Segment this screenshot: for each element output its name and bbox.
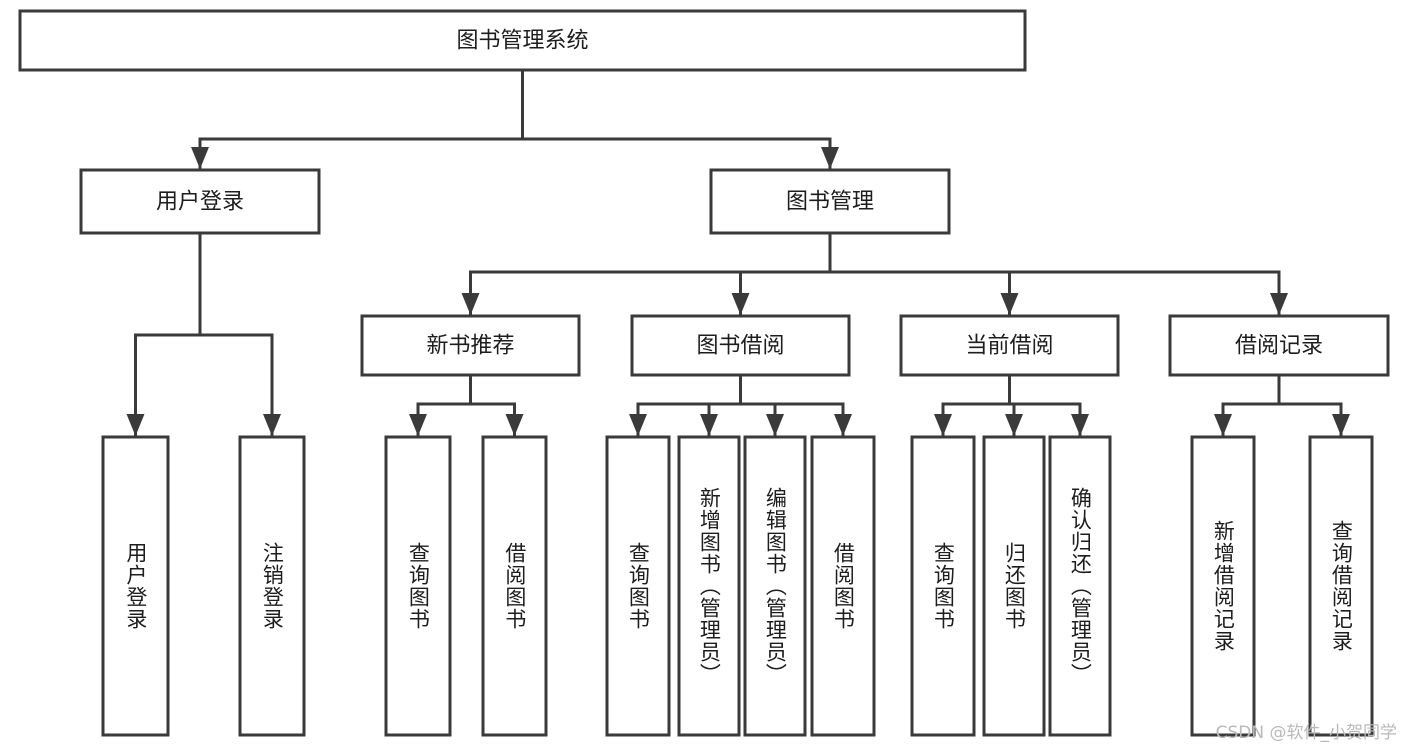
arrow-head-icon-leaf-query-book-1 (409, 414, 427, 436)
node-box-leaf-borrow-book-1 (481, 435, 548, 737)
node-box-leaf-logout-login (238, 435, 306, 737)
node-label-root: 图书管理系统 (456, 29, 588, 54)
node-label-user-login: 用户登录 (156, 190, 244, 215)
node-box-leaf-query-borrow-record (1308, 435, 1374, 737)
arrow-head-icon-book-manage (821, 147, 839, 169)
node-label-book-borrow: 图书借阅 (696, 334, 784, 359)
arrow-head-icon-leaf-edit-book-admin (766, 414, 784, 436)
node-box-leaf-add-borrow-record (1190, 435, 1256, 737)
arrow-head-icon-leaf-query-borrow-record (1332, 414, 1350, 436)
arrow-head-icon-leaf-return-book (1005, 414, 1023, 436)
node-box-leaf-confirm-return-admin (1048, 435, 1112, 737)
node-box-leaf-borrow-book-2 (810, 435, 876, 737)
arrow-head-icon-borrow-record (1270, 293, 1288, 315)
arrow-head-icon-book-borrow (731, 293, 750, 315)
node-box-book-borrow (630, 314, 851, 377)
node-box-leaf-query-book-3 (910, 435, 976, 737)
arrow-head-icon-leaf-confirm-return-admin (1071, 414, 1089, 436)
node-box-borrow-record (1168, 314, 1390, 377)
node-label-book-manage: 图书管理 (786, 190, 874, 215)
arrow-head-icon-leaf-query-book-3 (934, 414, 952, 436)
connectors-layer (126, 68, 1350, 438)
arrow-head-icon-leaf-user-login (126, 414, 145, 436)
node-label-current-borrow: 当前借阅 (965, 334, 1053, 359)
arrow-head-icon-leaf-add-book-admin (700, 414, 718, 436)
arrow-head-icon-leaf-query-book-2 (629, 414, 647, 436)
node-box-user-login (79, 168, 321, 235)
watermark-credit: CSDN @软件_小贺同学 (1215, 723, 1397, 743)
node-label-borrow-record: 借阅记录 (1235, 334, 1323, 359)
node-box-leaf-return-book (982, 435, 1046, 737)
node-label-new-book-recommend: 新书推荐 (426, 334, 514, 359)
node-box-root (18, 9, 1027, 72)
arrow-head-icon-user-login (191, 147, 209, 169)
arrow-head-icon-leaf-logout-login (263, 414, 281, 436)
arrow-head-icon-current-borrow (1000, 293, 1019, 315)
node-box-current-borrow (899, 314, 1120, 377)
node-box-leaf-query-book-2 (605, 435, 671, 737)
boxes-layer (18, 9, 1390, 737)
arrow-head-icon-leaf-borrow-book-1 (505, 414, 524, 436)
arrow-head-icon-new-book-recommend (461, 293, 480, 315)
node-box-leaf-edit-book-admin (743, 435, 807, 737)
node-box-new-book-recommend (360, 314, 581, 377)
node-box-leaf-add-book-admin (677, 435, 741, 737)
node-box-book-manage (709, 168, 951, 235)
arrow-head-icon-leaf-add-borrow-record (1214, 414, 1232, 436)
arrow-head-icon-leaf-borrow-book-2 (834, 414, 852, 436)
node-box-leaf-user-login (101, 435, 170, 737)
node-box-leaf-query-book-1 (384, 435, 452, 737)
